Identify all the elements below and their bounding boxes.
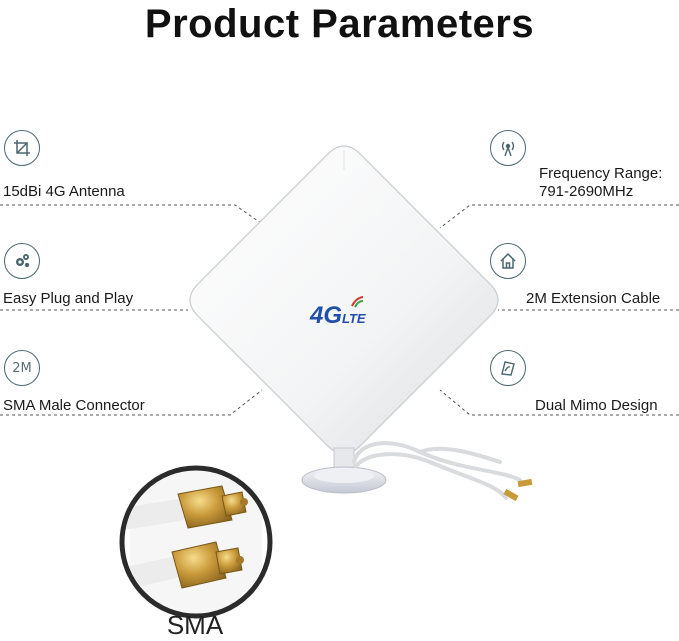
page-title: Product Parameters: [144, 2, 535, 46]
antenna-panel: [189, 145, 499, 455]
leaf-card-icon: [490, 350, 526, 386]
signal-arcs-icon: [351, 296, 364, 308]
logo-4g-text: 4G: [310, 302, 343, 329]
gears-icon: [4, 243, 40, 279]
leader-line-mimo: [439, 389, 679, 416]
sma-connector-closeup: [119, 465, 273, 619]
leader-line-frequency: [439, 204, 679, 229]
feature-plug-label: Easy Plug and Play: [3, 290, 134, 307]
leader-lines: [0, 204, 679, 416]
leader-line-antenna: [0, 204, 269, 229]
cable-end-connectors: [503, 478, 533, 502]
signal-tower-icon: [490, 130, 526, 166]
leader-line-sma: [0, 389, 263, 416]
crop-icon: [4, 130, 40, 166]
house-icon: [490, 243, 526, 279]
feature-frequency-label-line1: Frequency Range:: [539, 165, 663, 182]
feature-cable-label: 2M Extension Cable: [526, 290, 661, 307]
feature-antenna-label: 15dBi 4G Antenna: [3, 183, 125, 200]
feature-sma-label: SMA Male Connector: [3, 397, 145, 414]
feature-mimo-label: Dual Mimo Design: [535, 397, 658, 414]
sma-caption: SMA: [166, 610, 224, 640]
extension-cable: [352, 441, 522, 500]
suction-cup: [301, 447, 387, 494]
logo-lte-text: LTE: [342, 311, 366, 326]
2m-icon: 2M: [4, 350, 40, 386]
4g-lte-logo: 4GLTE: [310, 302, 390, 330]
feature-frequency-label-line2: 791-2690MHz: [539, 183, 634, 200]
